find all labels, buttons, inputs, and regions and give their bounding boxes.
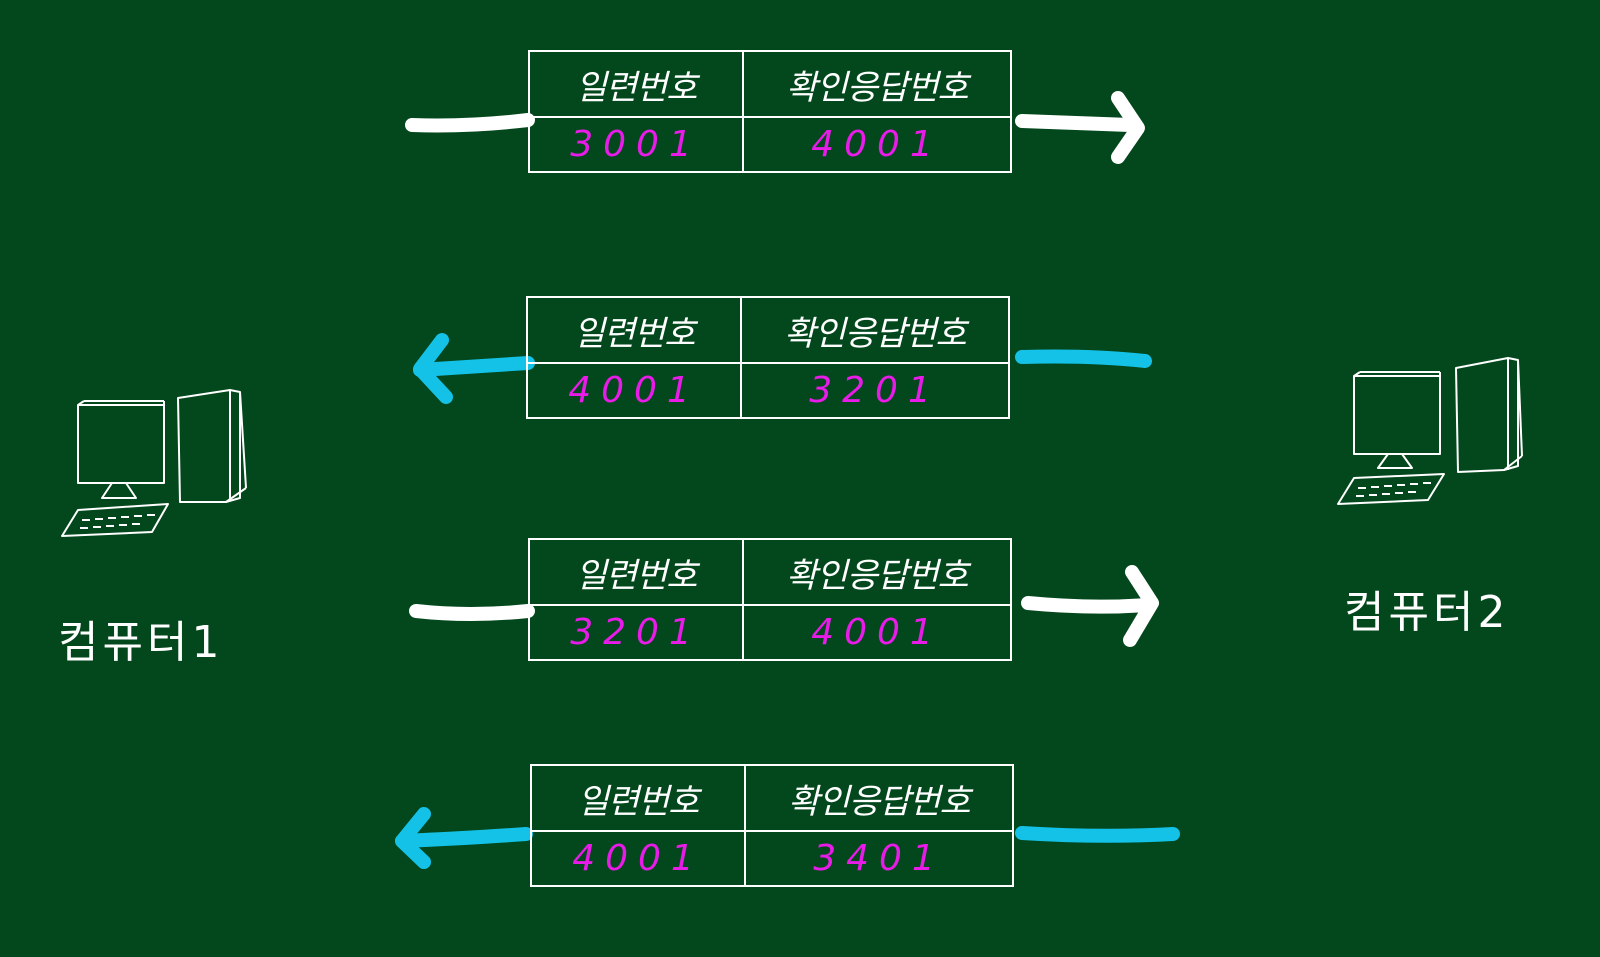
arrowhead-left-4 xyxy=(395,807,431,869)
ack-value-cell: 3201 xyxy=(742,364,1008,417)
seq-number: 4001 xyxy=(568,370,700,411)
ack-value-cell: 4001 xyxy=(744,118,1010,171)
ack-value-cell: 3401 xyxy=(746,832,1012,885)
arrow-in-line-1 xyxy=(405,113,535,133)
ack-header-cell: 확인응답번호 xyxy=(746,766,1012,832)
seq-value-cell: 4001 xyxy=(532,832,746,885)
seq-value-cell: 3201 xyxy=(530,606,744,659)
arrow-out-line-2 xyxy=(413,356,535,377)
seq-header-cell: 일련번호 xyxy=(528,298,742,364)
ack-header-cell: 확인응답번호 xyxy=(742,298,1008,364)
arrowhead-right-1 xyxy=(1111,91,1145,164)
ack-header: 확인응답번호 xyxy=(788,781,971,822)
seq-header-cell: 일련번호 xyxy=(532,766,746,832)
ack-header-cell: 확인응답번호 xyxy=(744,52,1010,118)
packet-segment-3: 일련번호 확인응답번호 3201 4001 xyxy=(528,538,1012,661)
seq-number: 4001 xyxy=(572,838,704,879)
arrow-out-line-3 xyxy=(1021,596,1154,614)
arrow-in-line-4 xyxy=(1015,826,1180,843)
seq-value-cell: 3001 xyxy=(530,118,744,171)
computer1-label: 컴퓨터1 xyxy=(58,617,224,668)
packet-segment-1: 일련번호 확인응답번호 3001 4001 xyxy=(528,50,1012,173)
computer2-label: 컴퓨터2 xyxy=(1344,587,1510,638)
ack-header: 확인응답번호 xyxy=(786,67,969,108)
arrow-out-line-1 xyxy=(1015,114,1137,132)
seq-header: 일련번호 xyxy=(577,781,699,822)
ack-header: 확인응답번호 xyxy=(786,555,969,596)
packet-segment-2: 일련번호 확인응답번호 4001 3201 xyxy=(526,296,1010,419)
arrow-in-line-2 xyxy=(1015,349,1152,368)
seq-number: 3001 xyxy=(570,124,702,165)
seq-header: 일련번호 xyxy=(575,555,697,596)
seq-header-cell: 일련번호 xyxy=(530,540,744,606)
arrowhead-right-3 xyxy=(1123,565,1159,647)
ack-number: 3401 xyxy=(813,838,945,879)
seq-header: 일련번호 xyxy=(573,313,695,354)
arrowhead-left-2 xyxy=(413,333,453,404)
ack-value-cell: 4001 xyxy=(744,606,1010,659)
arrow-out-line-4 xyxy=(395,827,533,848)
packet-segment-4: 일련번호 확인응답번호 4001 3401 xyxy=(530,764,1014,887)
ack-header-cell: 확인응답번호 xyxy=(744,540,1010,606)
seq-header: 일련번호 xyxy=(575,67,697,108)
seq-header-cell: 일련번호 xyxy=(530,52,744,118)
ack-number: 4001 xyxy=(811,612,943,653)
ack-header: 확인응답번호 xyxy=(784,313,967,354)
seq-number: 3201 xyxy=(570,612,702,653)
ack-number: 4001 xyxy=(811,124,943,165)
arrow-in-line-3 xyxy=(409,604,535,621)
ack-number: 3201 xyxy=(809,370,941,411)
seq-value-cell: 4001 xyxy=(528,364,742,417)
